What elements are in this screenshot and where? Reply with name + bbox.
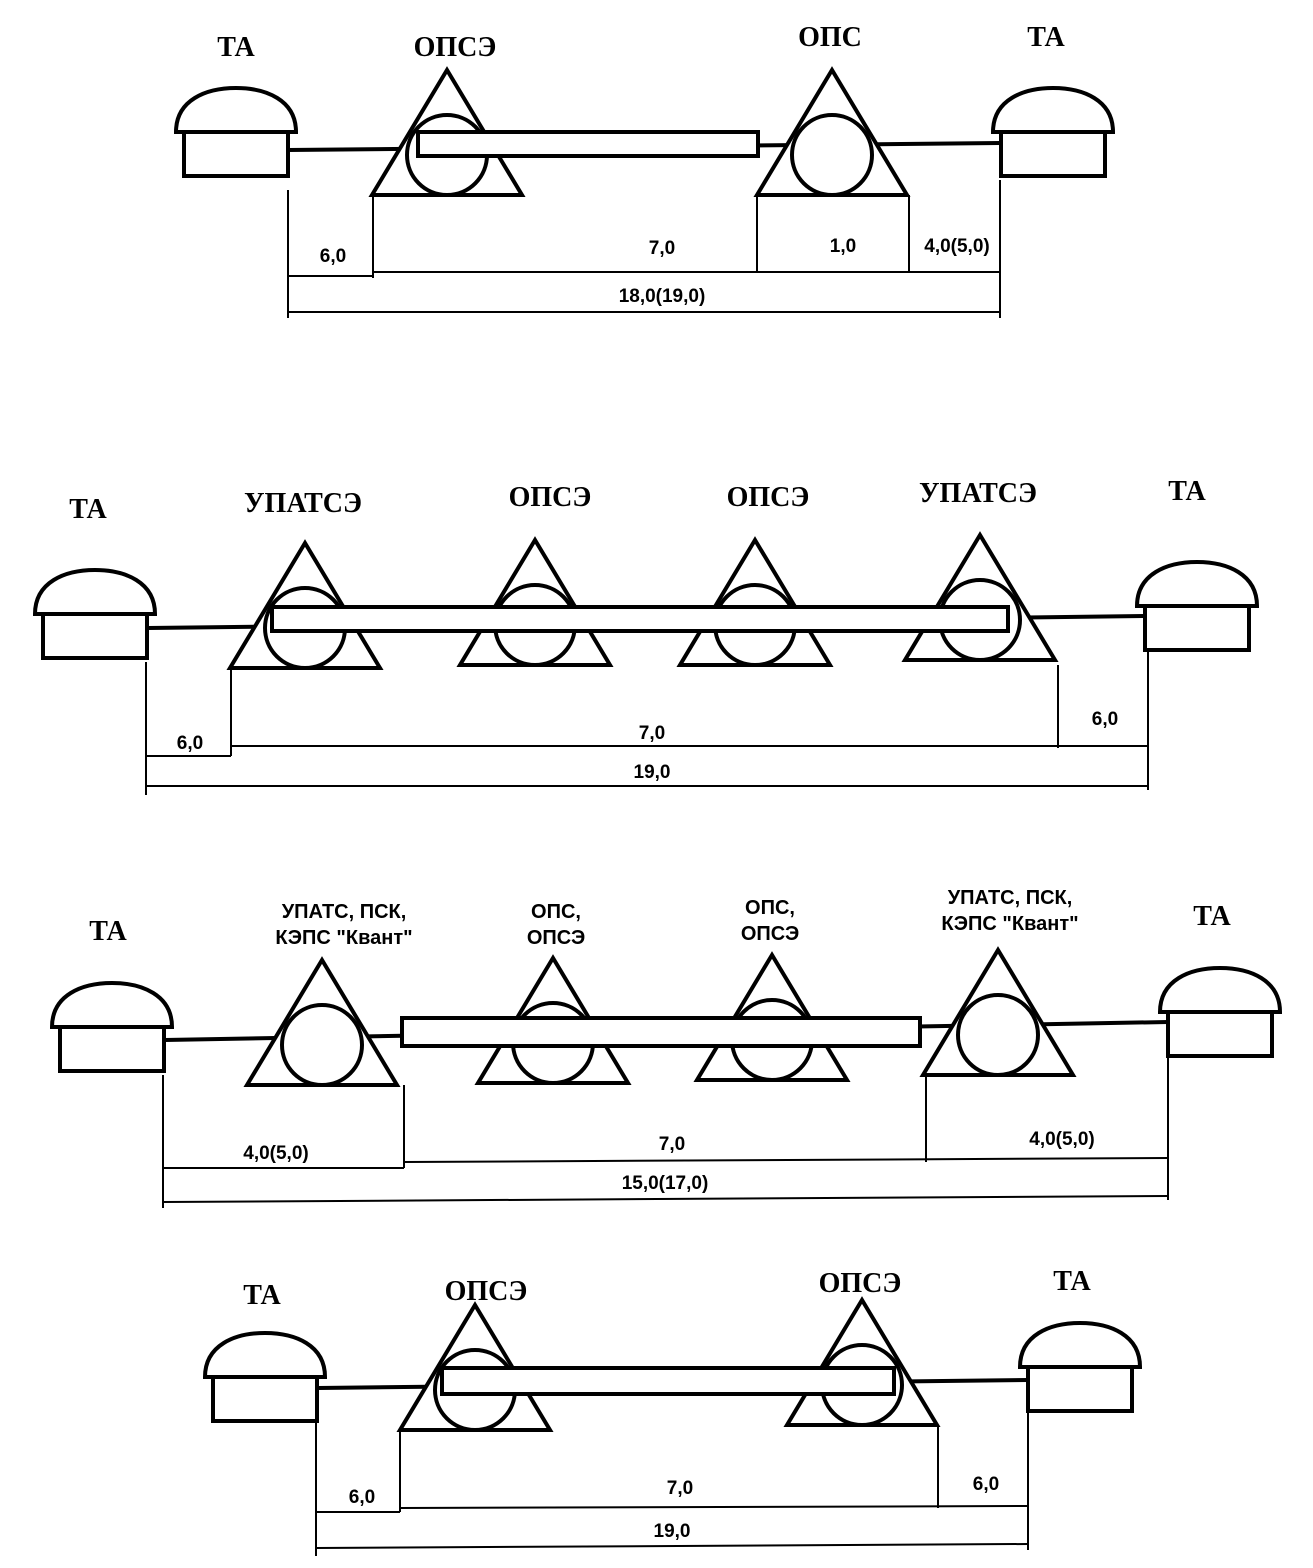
label-node-1-line-2: КЭПС "Квант" <box>275 927 412 949</box>
trunk-bar <box>270 605 1010 633</box>
label-node-4-line-1: УПАТС, ПСК, <box>948 887 1073 909</box>
label-ta-right: ТА <box>1168 476 1206 507</box>
label-node-4: УПАТСЭ <box>919 478 1037 509</box>
label-ta-left: ТА <box>69 494 107 525</box>
label-ta-right: ТА <box>1193 901 1231 932</box>
dim-segment-1: 6,0 <box>349 1487 375 1508</box>
dim-segment-3: 6,0 <box>973 1474 999 1495</box>
dimension-lines <box>145 650 1149 795</box>
diagram-4: ТА ОПСЭ ОПСЭ ТА 6,0 7,0 6,0 19,0 <box>203 1266 1142 1556</box>
label-ta-left: ТА <box>217 32 255 63</box>
label-node-2: ОПС <box>798 22 862 53</box>
label-node-2-line-1: ОПС, <box>531 901 581 923</box>
phone-icon <box>203 1331 327 1423</box>
dim-total: 19,0 <box>634 762 671 783</box>
dim-segment-2: 7,0 <box>649 238 675 259</box>
dim-segment-2: 7,0 <box>667 1478 693 1499</box>
station-icon <box>245 958 399 1087</box>
label-ta-left: ТА <box>243 1280 281 1311</box>
station-icon <box>921 948 1075 1077</box>
dimension-lines <box>315 1412 1029 1556</box>
diagram-2: ТА УПАТСЭ ОПСЭ ОПСЭ УПАТСЭ ТА 6,0 7,0 6,… <box>33 476 1259 795</box>
dim-segment-1: 6,0 <box>177 733 203 754</box>
label-ta-right: ТА <box>1027 22 1065 53</box>
phone-icon <box>991 86 1115 178</box>
label-ta-right: ТА <box>1053 1266 1091 1297</box>
station-icon <box>903 533 1057 662</box>
phone-icon <box>1158 966 1282 1058</box>
station-icon <box>678 538 832 667</box>
label-node-1: ОПСЭ <box>414 32 497 63</box>
trunk-bar <box>440 1366 896 1396</box>
phone-icon <box>1018 1321 1142 1413</box>
label-node-3: ОПСЭ <box>727 482 810 513</box>
label-node-2: ОПСЭ <box>819 1268 902 1299</box>
phone-icon <box>174 86 298 178</box>
dim-segment-3: 1,0 <box>830 236 856 257</box>
trunk-bar <box>416 130 760 158</box>
label-node-4-line-2: КЭПС "Квант" <box>941 913 1078 935</box>
dim-segment-4: 4,0(5,0) <box>924 236 989 257</box>
station-icon <box>755 68 909 197</box>
dim-total: 18,0(19,0) <box>619 286 706 307</box>
phone-icon <box>1135 560 1259 652</box>
label-node-1: ОПСЭ <box>445 1276 528 1307</box>
diagram-1: ТА ОПСЭ ОПС ТА 6,0 7,0 1,0 4,0(5,0) 18,0… <box>174 22 1115 318</box>
label-ta-left: ТА <box>89 916 127 947</box>
dim-segment-1: 4,0(5,0) <box>243 1143 308 1164</box>
dim-total: 19,0 <box>654 1521 691 1542</box>
label-node-3-line-1: ОПС, <box>745 897 795 919</box>
dim-segment-2: 7,0 <box>639 723 665 744</box>
label-node-2-line-2: ОПСЭ <box>527 927 585 949</box>
dim-total: 15,0(17,0) <box>622 1173 709 1194</box>
phone-icon <box>33 568 157 660</box>
label-node-1-line-1: УПАТС, ПСК, <box>282 901 407 923</box>
dim-segment-3: 6,0 <box>1092 709 1118 730</box>
label-node-2: ОПСЭ <box>509 482 592 513</box>
dimension-lines <box>287 180 1001 318</box>
station-icon <box>458 538 612 667</box>
label-node-1: УПАТСЭ <box>244 488 362 519</box>
dimension-lines <box>162 1058 1169 1208</box>
dim-segment-2: 7,0 <box>659 1134 685 1155</box>
phone-icon <box>50 981 174 1073</box>
trunk-bar <box>400 1016 922 1048</box>
diagram-3: ТА УПАТС, ПСК, КЭПС "Квант" ОПС, ОПСЭ ОП… <box>50 887 1282 1208</box>
dim-segment-1: 6,0 <box>320 246 346 267</box>
label-node-3-line-2: ОПСЭ <box>741 923 799 945</box>
dim-segment-3: 4,0(5,0) <box>1029 1129 1094 1150</box>
station-icon <box>785 1298 939 1427</box>
